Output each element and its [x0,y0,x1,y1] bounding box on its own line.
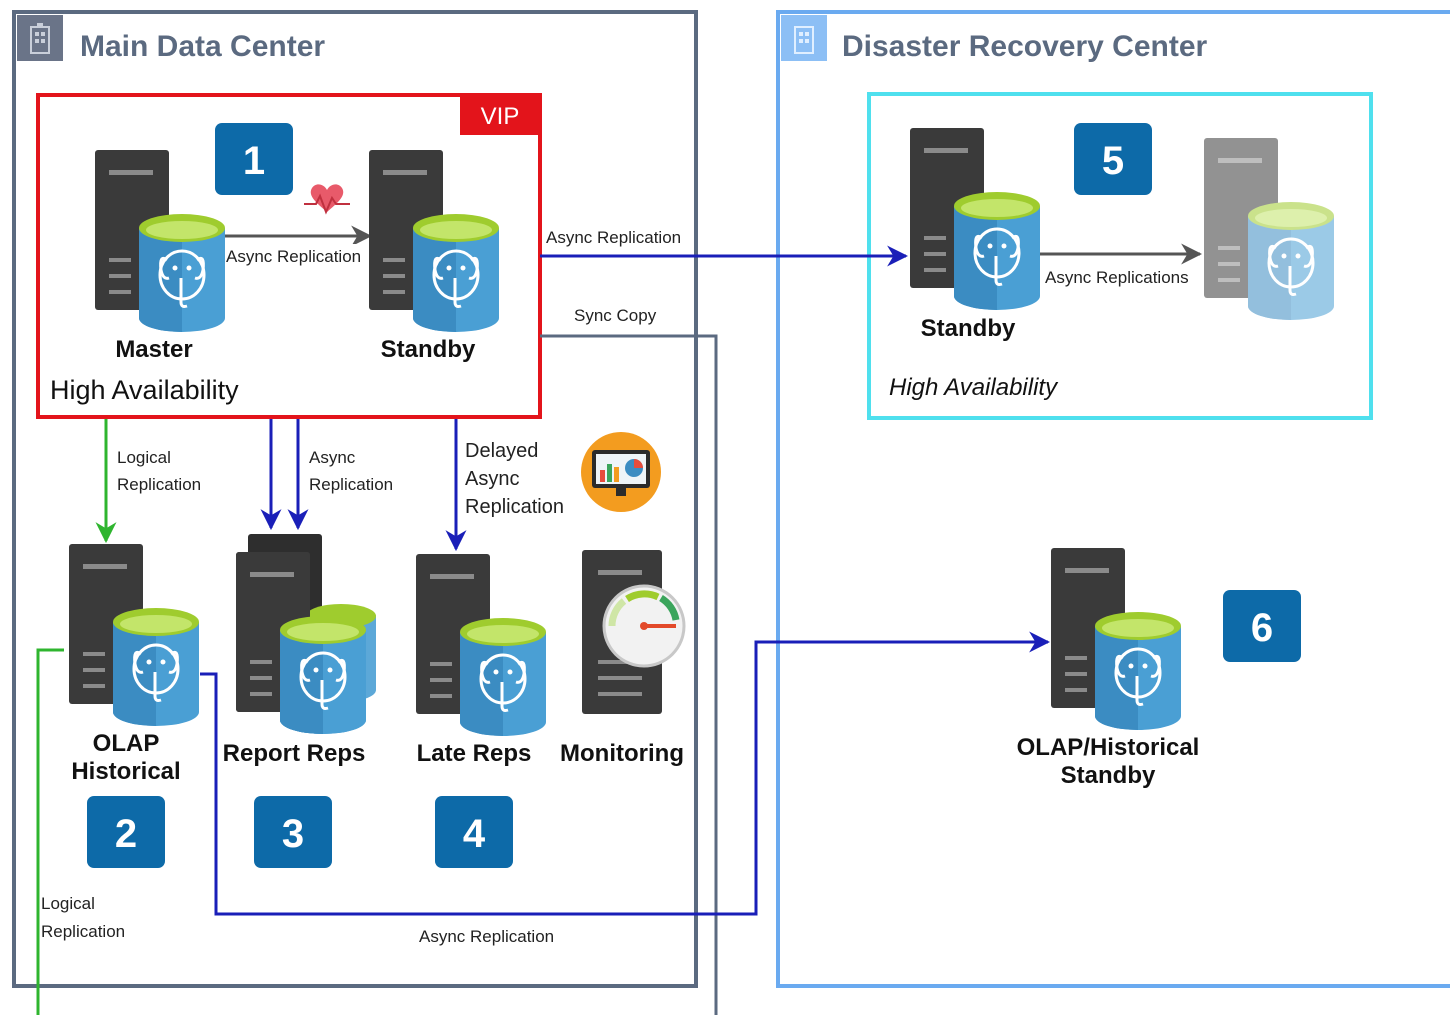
olap-dr-label: Async Replication [419,927,554,946]
badge-1: 1 [215,123,293,195]
delayed-label-line1: Delayed [465,440,538,462]
building-icon [16,14,64,62]
sync-copy-label: Sync Copy [574,306,657,325]
dr-standby-node: Standby [908,126,1042,342]
svg-text:6: 6 [1251,606,1273,650]
badge-5: 5 [1074,123,1152,195]
svg-text:3: 3 [282,812,304,856]
olap-label-line2: Historical [71,758,180,785]
late-reps-label: Late Reps [417,740,532,767]
delayed-label-line3: Replication [465,496,564,518]
standby-label: Standby [381,336,476,363]
badge-2: 2 [87,796,165,868]
standby-dr-label: Async Replication [546,228,681,247]
dr-replica-node [1202,136,1336,322]
report-reps-node: Report Reps [223,534,376,767]
svg-text:4: 4 [463,812,486,856]
report-reps-label: Report Reps [223,740,366,767]
logical2-label-line1: Logical [41,894,95,913]
olap-dr-connector [200,631,1051,916]
dr-async-label: Async Replications [1045,268,1189,287]
logical-label-line1: Logical [117,448,171,467]
master-label: Master [115,336,192,363]
master-standby-label: Async Replication [226,247,361,266]
heartbeat-icon [304,184,350,215]
dr-olap-node: OLAP/Historical Standby [1017,546,1200,789]
late-reps-node: Late Reps [414,552,548,767]
logical-label-line2: Replication [117,475,201,494]
olap-logical-connector [36,648,64,1015]
svg-text:2: 2 [115,812,137,856]
vip-label: VIP [481,103,520,130]
building-icon [781,15,827,61]
async-label-line2: Replication [309,475,393,494]
olap-historical-node: OLAP Historical [67,542,201,785]
gauge-icon [602,584,686,668]
postgres-database-icon [414,552,548,738]
disaster-recovery-title: Disaster Recovery Center [842,30,1208,63]
ha-group: VIP High Availability [36,93,542,419]
svg-text:5: 5 [1102,139,1124,183]
postgres-database-icon [1049,546,1183,732]
ha-group-title: High Availability [50,375,239,405]
postgres-database-icon [1202,136,1336,322]
badge-3: 3 [254,796,332,868]
main-data-center-zone: Main Data Center [12,10,698,988]
dr-olap-label-line2: Standby [1061,762,1156,789]
delayed-label-line2: Async [465,468,519,490]
disaster-recovery-zone: Disaster Recovery Center [776,10,1450,988]
sync-copy-connector [540,334,718,1015]
monitoring-label: Monitoring [560,740,684,767]
postgres-database-icon [908,126,1042,312]
main-data-center-title: Main Data Center [80,30,325,63]
badge-6: 6 [1223,590,1301,662]
postgres-database-icon [67,542,201,728]
olap-label-line1: OLAP [93,730,160,757]
postgres-database-icon [367,148,501,334]
dr-standby-label: Standby [921,315,1016,342]
standby-node: Standby [367,148,501,363]
monitoring-node: Monitoring [560,550,686,767]
async-label-line1: Async [309,448,356,467]
dr-olap-label-line1: OLAP/Historical [1017,734,1200,761]
svg-text:1: 1 [243,139,265,183]
master-node: Master [93,148,227,363]
logical2-label-line2: Replication [41,922,125,941]
postgres-database-icon [93,148,227,334]
analytics-monitor-icon [581,432,661,512]
badge-4: 4 [435,796,513,868]
dr-ha-group-title: High Availability [889,374,1059,401]
vip-tag [460,93,542,135]
